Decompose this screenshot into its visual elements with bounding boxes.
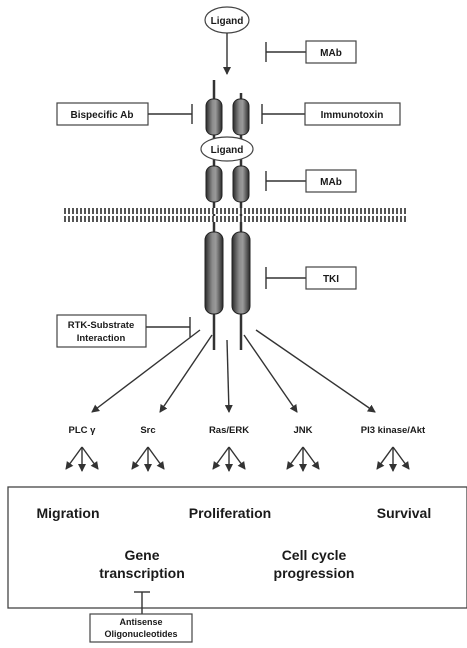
pathway-ras-erk: Ras/ERK <box>209 425 249 436</box>
pathway-plc-gamma: PLC γ <box>69 425 97 436</box>
outcome-gene-1: Gene <box>124 547 159 563</box>
antisense-label-1: Antisense <box>119 617 162 627</box>
ligand-bound: Ligand <box>200 136 254 162</box>
ligand-bound-label: Ligand <box>211 145 244 156</box>
pathway-jnk: JNK <box>293 425 312 436</box>
ligand-top-label: Ligand <box>211 16 244 27</box>
outcome-cellcycle-2: progression <box>274 565 355 581</box>
cell-membrane <box>62 208 408 222</box>
pathway-src: Src <box>140 425 155 436</box>
outcome-survival: Survival <box>377 505 431 521</box>
fan-arrows-src <box>131 446 165 472</box>
fan-arrows-ras-erk <box>212 446 246 472</box>
mab-top-label: MAb <box>320 48 342 59</box>
receptor-right-chain <box>231 93 251 350</box>
bispecific-label: Bispecific Ab <box>71 110 134 121</box>
tki-label: TKI <box>323 274 339 285</box>
bispecific-ab-inhibitor: Bispecific Ab <box>56 102 193 126</box>
immunotoxin-label: Immunotoxin <box>321 110 384 121</box>
rtk-substrate-inhibitor: RTK-Substrate Interaction <box>56 314 191 348</box>
ligand-top: Ligand <box>204 6 250 34</box>
antisense-inhibitor: Antisense Oligonucleotides <box>89 591 193 643</box>
antisense-label-2: Oligonucleotides <box>104 629 177 639</box>
rtk-substrate-label-2: Interaction <box>77 333 126 344</box>
pathway-pi3k-akt: PI3 kinase/Akt <box>361 425 426 436</box>
mab-bottom-label: MAb <box>320 177 342 188</box>
mab-top-inhibitor: MAb <box>265 40 357 64</box>
immunotoxin-inhibitor: Immunotoxin <box>261 102 401 126</box>
outcome-gene-2: transcription <box>99 565 185 581</box>
rtk-substrate-label-1: RTK-Substrate <box>68 320 135 331</box>
tki-inhibitor: TKI <box>265 266 357 290</box>
mab-bottom-inhibitor: MAb <box>265 169 357 193</box>
fan-arrows-pi3k <box>376 446 410 472</box>
outcome-cellcycle-1: Cell cycle <box>282 547 347 563</box>
fan-arrows-plc <box>65 446 99 472</box>
downstream-arrows <box>91 329 376 413</box>
outcome-proliferation: Proliferation <box>189 505 271 521</box>
receptor-left-chain <box>204 80 224 350</box>
fan-arrows-jnk <box>286 446 320 472</box>
outcome-migration: Migration <box>37 505 100 521</box>
outcomes-box: Migration Proliferation Survival Gene tr… <box>7 486 467 609</box>
